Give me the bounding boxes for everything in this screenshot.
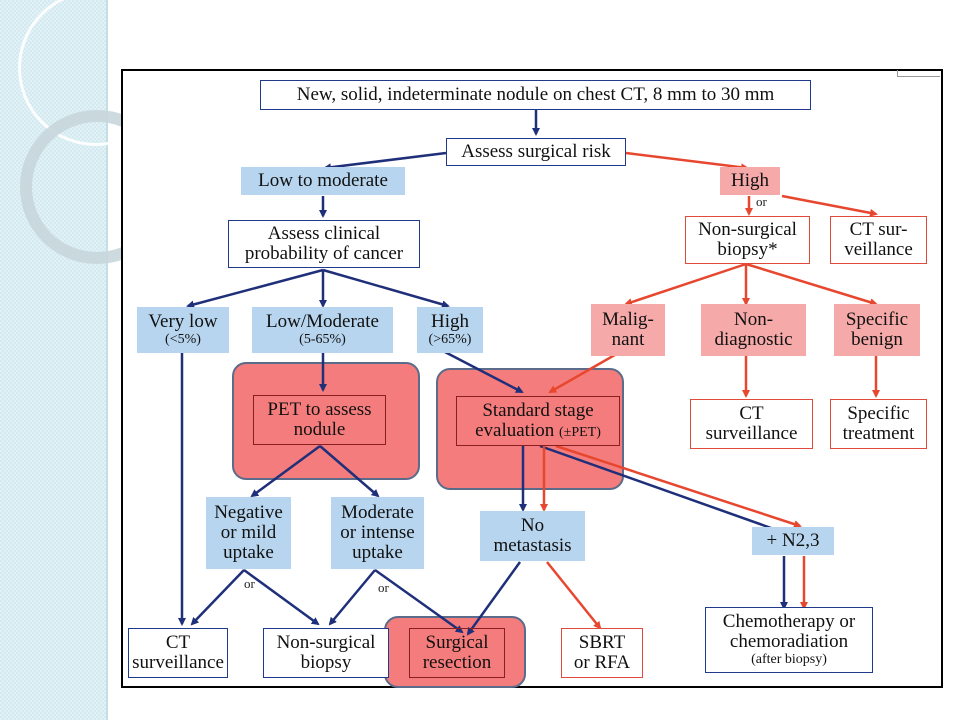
arrow [781, 194, 878, 217]
node-high-risk: High [720, 167, 780, 195]
label-or: or [756, 194, 767, 209]
node-very-low-probability: Very low(<5%) [137, 307, 229, 353]
arrow [548, 350, 621, 394]
arrow [190, 569, 245, 626]
node-high-probability: High(>65%) [417, 307, 483, 353]
arrow [745, 262, 878, 307]
decorative-side-panel [0, 0, 174, 720]
arrow [374, 568, 464, 634]
arrow [444, 350, 524, 394]
arrow [322, 268, 450, 309]
arrow [625, 151, 749, 172]
highlight-staging [436, 368, 624, 490]
label-or: or [378, 580, 389, 595]
label-or: or [244, 576, 255, 591]
arrow [243, 568, 320, 626]
arrow [555, 444, 802, 528]
node-initial-nodule: New, solid, indeterminate nodule on ches… [260, 80, 811, 110]
arrow [546, 561, 602, 630]
arrow [323, 151, 447, 172]
node-low-moderate-risk: Low to moderate [241, 167, 405, 195]
node-n2-n3: + N2,3 [752, 527, 834, 555]
arrow [250, 444, 321, 498]
node-low-moderate-probability: Low/Moderate(5-65%) [252, 307, 393, 353]
arrow [328, 569, 376, 626]
arrow [539, 444, 790, 536]
arrow [319, 445, 380, 498]
node-malignant: Malig-nant [591, 304, 665, 356]
arrow [624, 262, 747, 306]
node-nondiagnostic: Non-diagnostic [701, 304, 806, 356]
highlight-pet [232, 362, 420, 480]
arrow [186, 268, 324, 309]
node-ct-surveillance-right: CT sur-veillance [830, 216, 927, 264]
corner-mark [897, 70, 940, 77]
node-assess-surgical-risk: Assess surgical risk [446, 138, 626, 166]
arrow [466, 561, 522, 636]
